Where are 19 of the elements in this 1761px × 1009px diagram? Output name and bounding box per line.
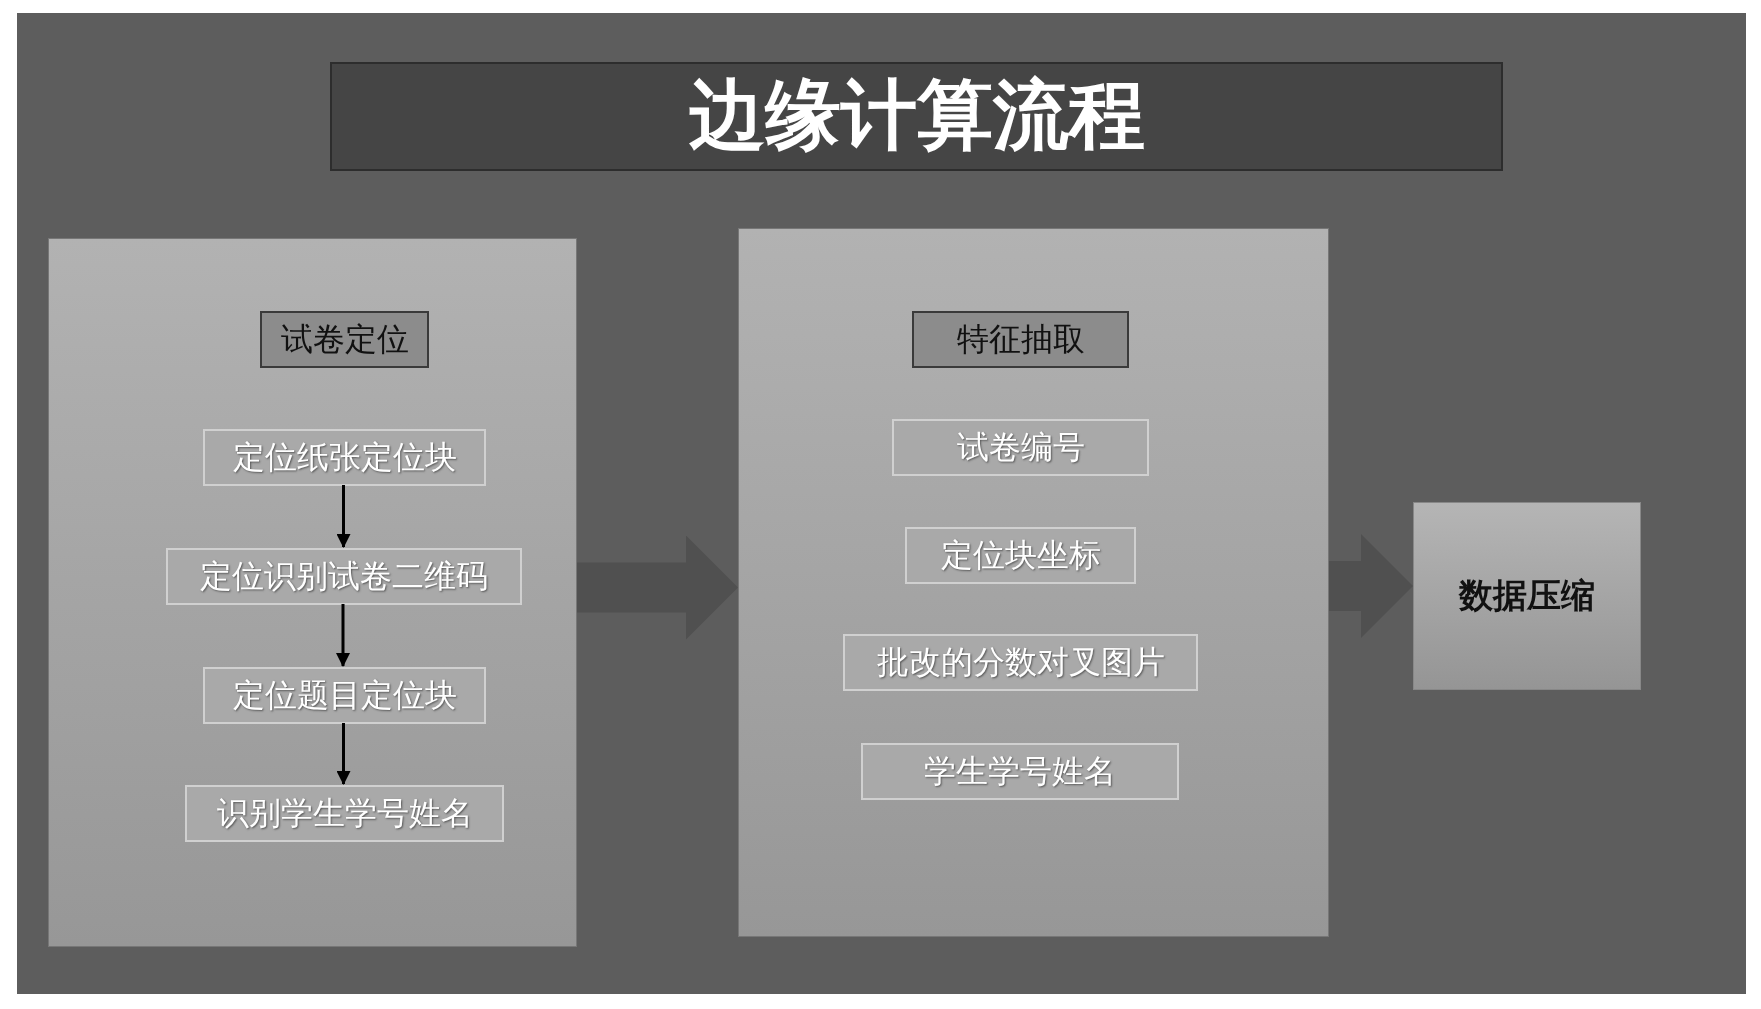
heading-box: 特征抽取	[912, 311, 1129, 368]
panel	[48, 238, 577, 947]
panel	[738, 228, 1329, 937]
process-box: 数据压缩	[1413, 502, 1641, 690]
arrow	[336, 485, 351, 548]
arrow	[1329, 534, 1413, 638]
feature-box: 批改的分数对叉图片	[843, 634, 1198, 691]
feature-box: 学生学号姓名	[861, 743, 1179, 800]
step-box: 定位纸张定位块	[203, 429, 486, 486]
heading-box: 试卷定位	[260, 311, 429, 368]
feature-box: 试卷编号	[892, 419, 1149, 476]
feature-box: 定位块坐标	[905, 527, 1136, 584]
arrow	[336, 604, 350, 667]
step-box: 定位识别试卷二维码	[166, 548, 522, 605]
arrow	[336, 723, 351, 785]
title-text: 边缘计算流程	[688, 69, 1145, 161]
arrow	[577, 535, 738, 640]
step-box: 定位题目定位块	[203, 667, 486, 724]
step-box: 识别学生学号姓名	[185, 785, 504, 842]
